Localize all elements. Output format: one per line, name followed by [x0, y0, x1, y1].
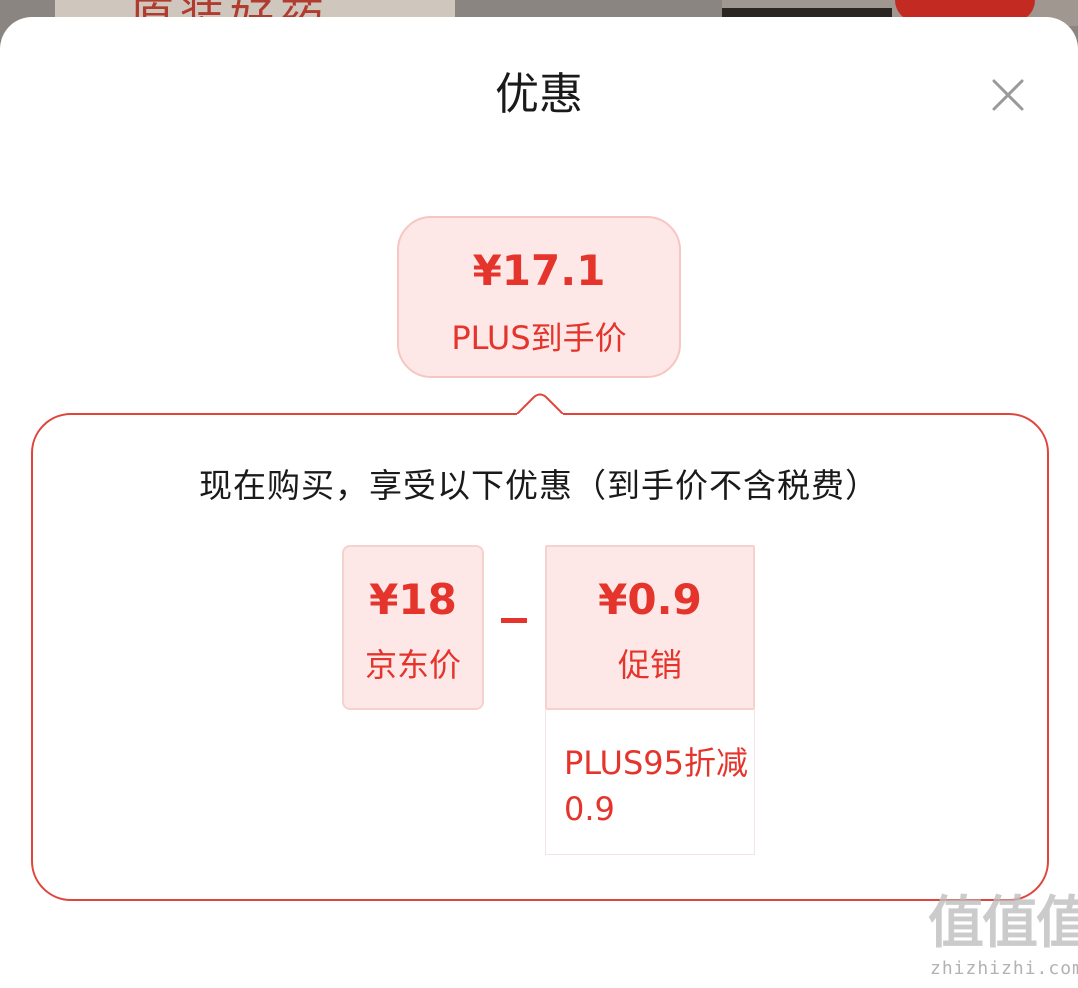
jd-price-card: ¥18 京东价 [342, 545, 484, 710]
jd-price-label: 京东价 [364, 646, 461, 684]
minus-operator-icon [501, 618, 527, 623]
frame-pointer-notch [517, 393, 563, 415]
breakdown-caption: 现在购买，享受以下优惠（到手价不含税费） [199, 466, 879, 505]
watermark-logo-glyphs: 值值值 [928, 891, 1078, 956]
promotion-detail: PLUS95折减0.9 [545, 710, 755, 855]
final-price-bubble: ¥17.1 PLUS到手价 [397, 216, 681, 378]
promotion-amount: ¥0.9 [598, 575, 702, 624]
jd-price-amount: ¥18 [369, 575, 457, 624]
watermark-site-url: zhizhizhi.com [930, 958, 1078, 979]
close-icon [992, 79, 1024, 111]
site-watermark: 值值值 zhizhizhi.com [928, 892, 1078, 982]
promotion-label: 促销 [617, 646, 682, 684]
close-button[interactable] [984, 71, 1032, 119]
final-price-label: PLUS到手价 [451, 319, 627, 357]
promotion-card: ¥0.9 促销 [545, 545, 755, 710]
final-price-amount: ¥17.1 [472, 246, 606, 295]
discount-bottom-sheet: 优惠 ¥17.1 PLUS到手价 现在购买，享受以下优惠（到手价不含税费） ¥1… [0, 17, 1078, 988]
sheet-title: 优惠 [495, 69, 583, 120]
background-banner-red-block [895, 0, 1035, 22]
